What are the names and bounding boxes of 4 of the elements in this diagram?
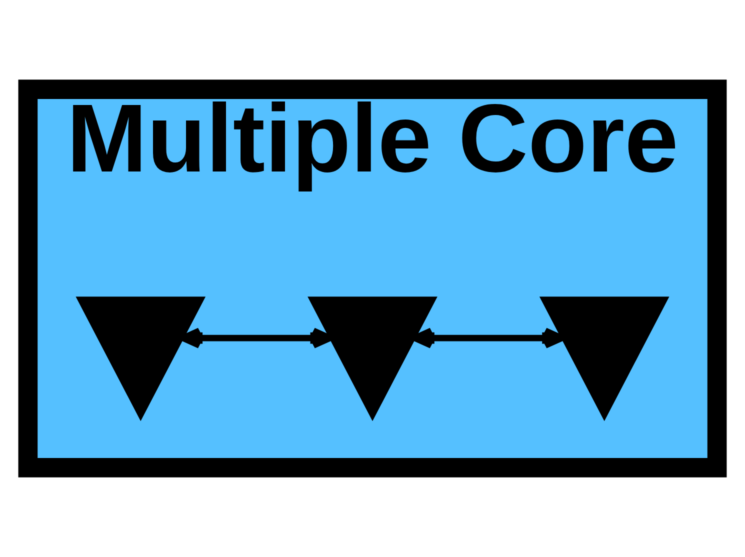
node-arrow	[539, 296, 670, 422]
cluster: Multiple Core	[18, 80, 727, 478]
node-arrow	[308, 296, 438, 422]
node-arrow	[76, 296, 206, 422]
